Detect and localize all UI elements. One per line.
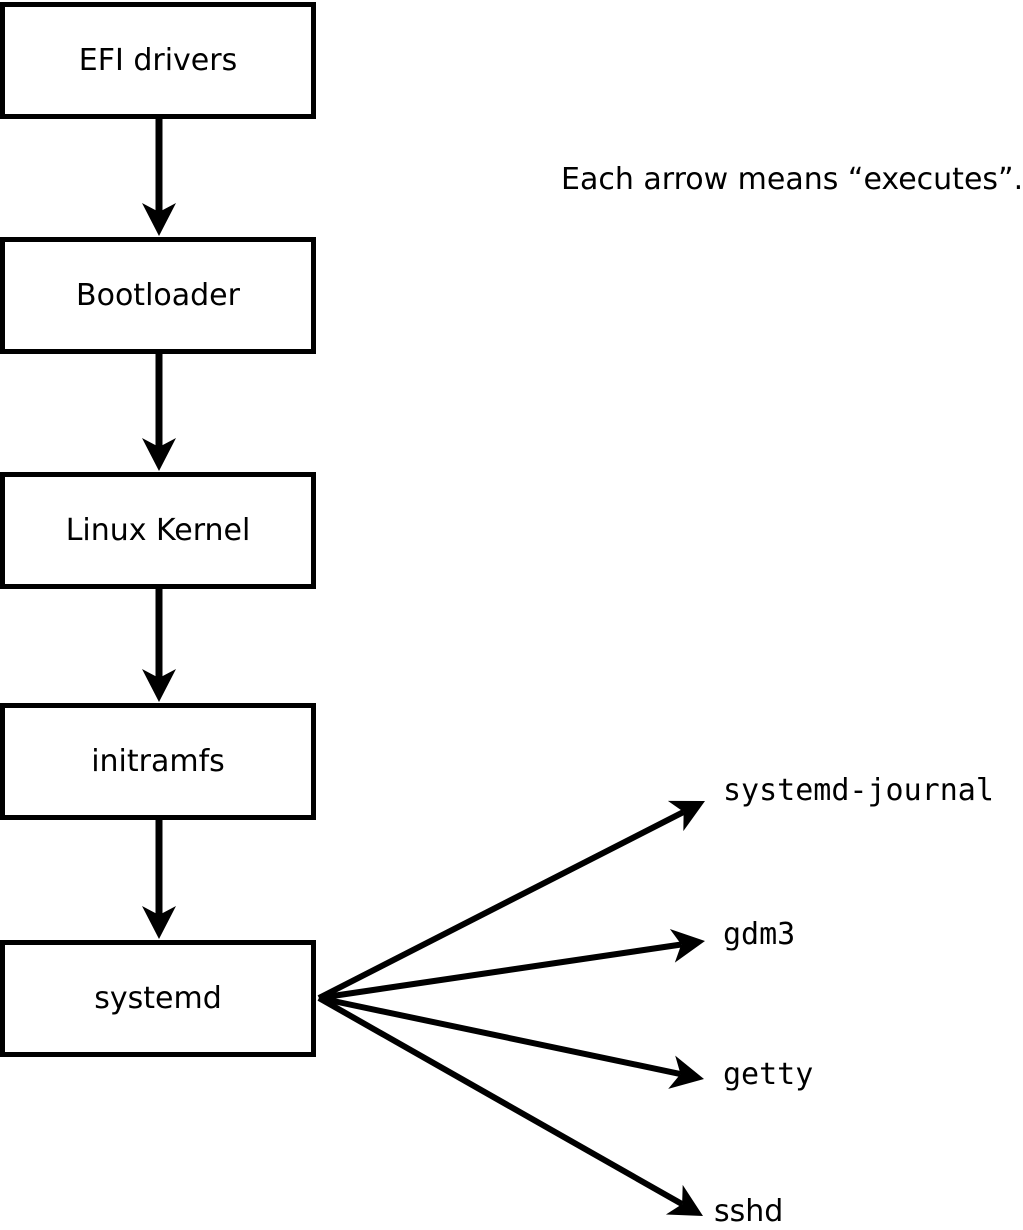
node-label-efi-drivers: EFI drivers <box>78 42 238 78</box>
node-bootloader: Bootloader <box>0 237 316 354</box>
arrow-head <box>665 1184 703 1216</box>
node-systemd: systemd <box>0 940 316 1057</box>
node-initramfs: initramfs <box>0 703 316 820</box>
arrow-head <box>142 438 176 471</box>
arrow-head <box>142 669 176 702</box>
label-sshd: sshd <box>714 1194 784 1229</box>
label-gdm3: gdm3 <box>723 917 796 952</box>
arrow-head <box>668 1055 704 1089</box>
label-systemd-journal: systemd-journal <box>723 773 994 808</box>
arrow-head <box>669 929 705 963</box>
node-label-initramfs: initramfs <box>91 743 225 779</box>
arrow-line <box>317 809 685 1001</box>
arrow-head <box>667 800 705 832</box>
node-label-bootloader: Bootloader <box>76 277 240 313</box>
arrow-line <box>318 995 682 1077</box>
arrow-head <box>142 906 176 939</box>
node-label-systemd: systemd <box>94 980 222 1016</box>
arrow-line <box>318 941 682 1001</box>
node-label-linux-kernel: Linux Kernel <box>65 512 251 548</box>
node-linux-kernel: Linux Kernel <box>0 472 316 589</box>
arrow-line <box>317 995 684 1207</box>
label-getty: getty <box>723 1057 814 1092</box>
caption-arrow-meaning: Each arrow means “executes”. <box>561 162 1023 197</box>
node-efi-drivers: EFI drivers <box>0 2 316 119</box>
arrow-head <box>142 203 176 236</box>
